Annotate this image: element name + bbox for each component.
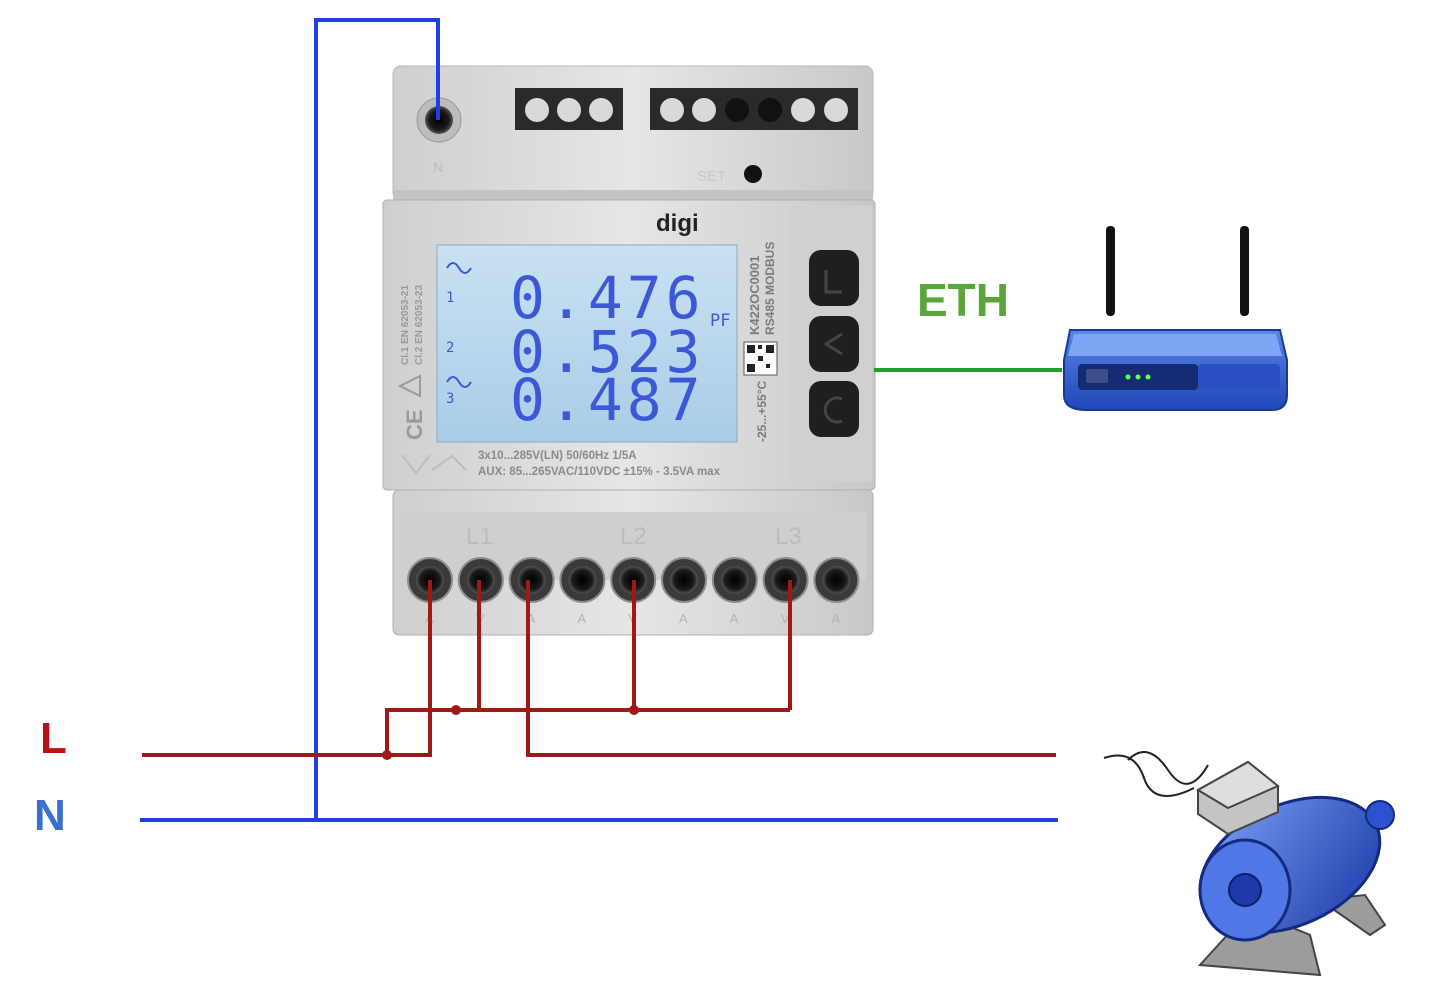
ethernet-label: ETH xyxy=(917,274,1009,326)
line-wires xyxy=(142,580,1056,757)
phase-label-l2: L2 xyxy=(620,523,647,550)
set-label: SET xyxy=(697,168,726,185)
terminal-mark: A xyxy=(679,611,688,626)
spec-line-1: 3x10...285V(LN) 50/60Hz 1/5A xyxy=(478,450,637,462)
terminal-hole xyxy=(670,566,698,594)
phase-2: 2 xyxy=(446,340,454,356)
push-button-icon[interactable] xyxy=(809,316,859,372)
aux-screws xyxy=(525,98,613,122)
set-button[interactable] xyxy=(744,165,762,183)
reading-3: 0.487 xyxy=(510,366,705,434)
terminal-hole xyxy=(720,566,749,594)
terminal-hole xyxy=(822,566,851,594)
terminal-mark: V xyxy=(781,611,790,626)
qr-code-icon xyxy=(743,341,778,376)
reading-2: 0.523 xyxy=(510,318,705,386)
phase-label-l3: L3 xyxy=(775,523,802,550)
terminal-mark: A xyxy=(527,611,536,626)
router-icon xyxy=(1063,226,1288,411)
load-line-wire xyxy=(526,580,1056,757)
ce-mark: CE xyxy=(402,409,427,440)
spec-line-2: AUX: 85...265VAC/110VDC ±15% - 3.5VA max xyxy=(478,466,721,478)
push-button-icon[interactable] xyxy=(809,250,859,306)
terminal-n-label: N xyxy=(433,159,443,175)
terminal-mark: A xyxy=(831,611,840,626)
protocol-text: RS485 MODBUS xyxy=(763,242,777,335)
comm-terminal-block xyxy=(650,88,858,130)
serial-text: K422OC0001 xyxy=(747,256,762,336)
temperature-range: -25...+55°C xyxy=(755,381,769,443)
motor-icon xyxy=(1103,751,1395,977)
line-label: L xyxy=(40,714,67,763)
wire-junctions xyxy=(382,705,639,760)
phase-1-icon xyxy=(446,262,472,274)
brand-logo: digi xyxy=(656,210,699,237)
push-button-icon[interactable] xyxy=(809,381,859,437)
terminal-mark: A xyxy=(730,611,739,626)
lcd-display: 0.476 0.523 0.487 PF 1 2 3 xyxy=(446,262,730,434)
phase-3-icon xyxy=(446,376,472,388)
terminal-hole xyxy=(517,566,546,594)
terminal-hole xyxy=(771,566,800,594)
terminal-mark: A xyxy=(577,611,586,626)
phase-label-l1: L1 xyxy=(466,523,493,550)
phase-1: 1 xyxy=(446,290,454,306)
neutral-label: N xyxy=(34,791,66,840)
warning-icon xyxy=(397,374,421,398)
cert-text-2: Cl.2 EN 62053-23 xyxy=(414,285,425,365)
phase-3: 3 xyxy=(446,391,454,407)
unit-label: PF xyxy=(710,311,730,331)
cert-text-1: Cl.1 EN 62053-21 xyxy=(400,285,411,365)
reading-1: 0.476 xyxy=(510,264,705,332)
wiring-symbol-icon xyxy=(401,454,467,475)
line-voltage-bus xyxy=(385,708,790,755)
neutral-wires xyxy=(140,18,1058,822)
line-input-wire xyxy=(142,580,432,757)
energy-meter: N SET digi 0.476 0.523 0.487 PF 1 2 3 xyxy=(382,65,876,636)
comm-screws xyxy=(660,98,848,122)
terminal-hole xyxy=(568,566,597,594)
neutral-wire-to-meter xyxy=(314,18,440,820)
